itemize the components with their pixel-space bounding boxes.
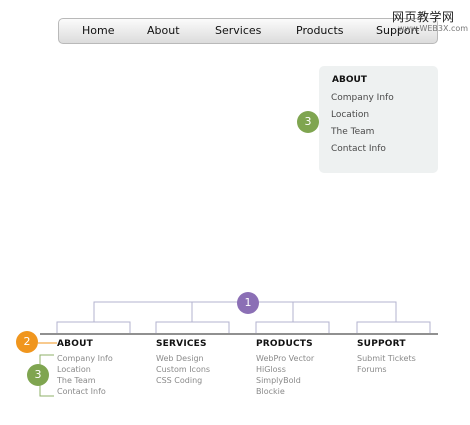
- dropdown-title: ABOUT: [332, 75, 367, 85]
- nav-products[interactable]: Products: [296, 24, 344, 37]
- footer-link[interactable]: Submit Tickets: [357, 354, 416, 363]
- footer-link[interactable]: Location: [57, 365, 91, 374]
- tree-bracket-about: [56, 321, 131, 333]
- top-nav-bar: Home About Services Products Support: [58, 18, 438, 44]
- dropdown-item-location[interactable]: Location: [331, 110, 370, 120]
- footer-link[interactable]: The Team: [57, 376, 96, 385]
- nav-about[interactable]: About: [147, 24, 180, 37]
- dropdown-item-the-team[interactable]: The Team: [331, 127, 375, 137]
- footer-link[interactable]: Web Design: [156, 354, 204, 363]
- marker-2: 2: [16, 331, 38, 353]
- footer-heading-about: ABOUT: [57, 339, 93, 349]
- nav-home[interactable]: Home: [82, 24, 115, 37]
- footer-heading-services: SERVICES: [156, 339, 207, 349]
- footer-link[interactable]: Company Info: [57, 354, 113, 363]
- marker-3-dropdown: 3: [297, 111, 319, 133]
- nav-services[interactable]: Services: [215, 24, 262, 37]
- dropdown-item-contact-info[interactable]: Contact Info: [331, 144, 386, 154]
- tree-bracket-services: [155, 321, 230, 333]
- footer-heading-support: SUPPORT: [357, 339, 406, 349]
- nav-support[interactable]: Support: [376, 24, 420, 37]
- footer-link[interactable]: HiGloss: [256, 365, 286, 374]
- watermark-text: 网页教学网: [392, 10, 455, 24]
- dropdown-item-company-info[interactable]: Company Info: [331, 93, 394, 103]
- footer-link[interactable]: Custom Icons: [156, 365, 211, 374]
- tree-bracket-support: [356, 321, 431, 333]
- footer-link[interactable]: Blockie: [256, 387, 285, 396]
- marker-3-footer: 3: [27, 364, 49, 386]
- footer-link[interactable]: SimplyBold: [256, 376, 301, 385]
- footer-link[interactable]: Forums: [357, 365, 387, 374]
- about-dropdown: ABOUT Company Info Location The Team Con…: [319, 66, 438, 173]
- footer-link[interactable]: CSS Coding: [156, 376, 203, 385]
- footer-heading-products: PRODUCTS: [256, 339, 313, 349]
- tree-bracket-products: [255, 321, 330, 333]
- watermark-url: www.WEB3X.com: [398, 24, 469, 33]
- footer-link[interactable]: WebPro Vector: [256, 354, 315, 363]
- marker-1: 1: [237, 292, 259, 314]
- footer-link[interactable]: Contact Info: [57, 387, 106, 396]
